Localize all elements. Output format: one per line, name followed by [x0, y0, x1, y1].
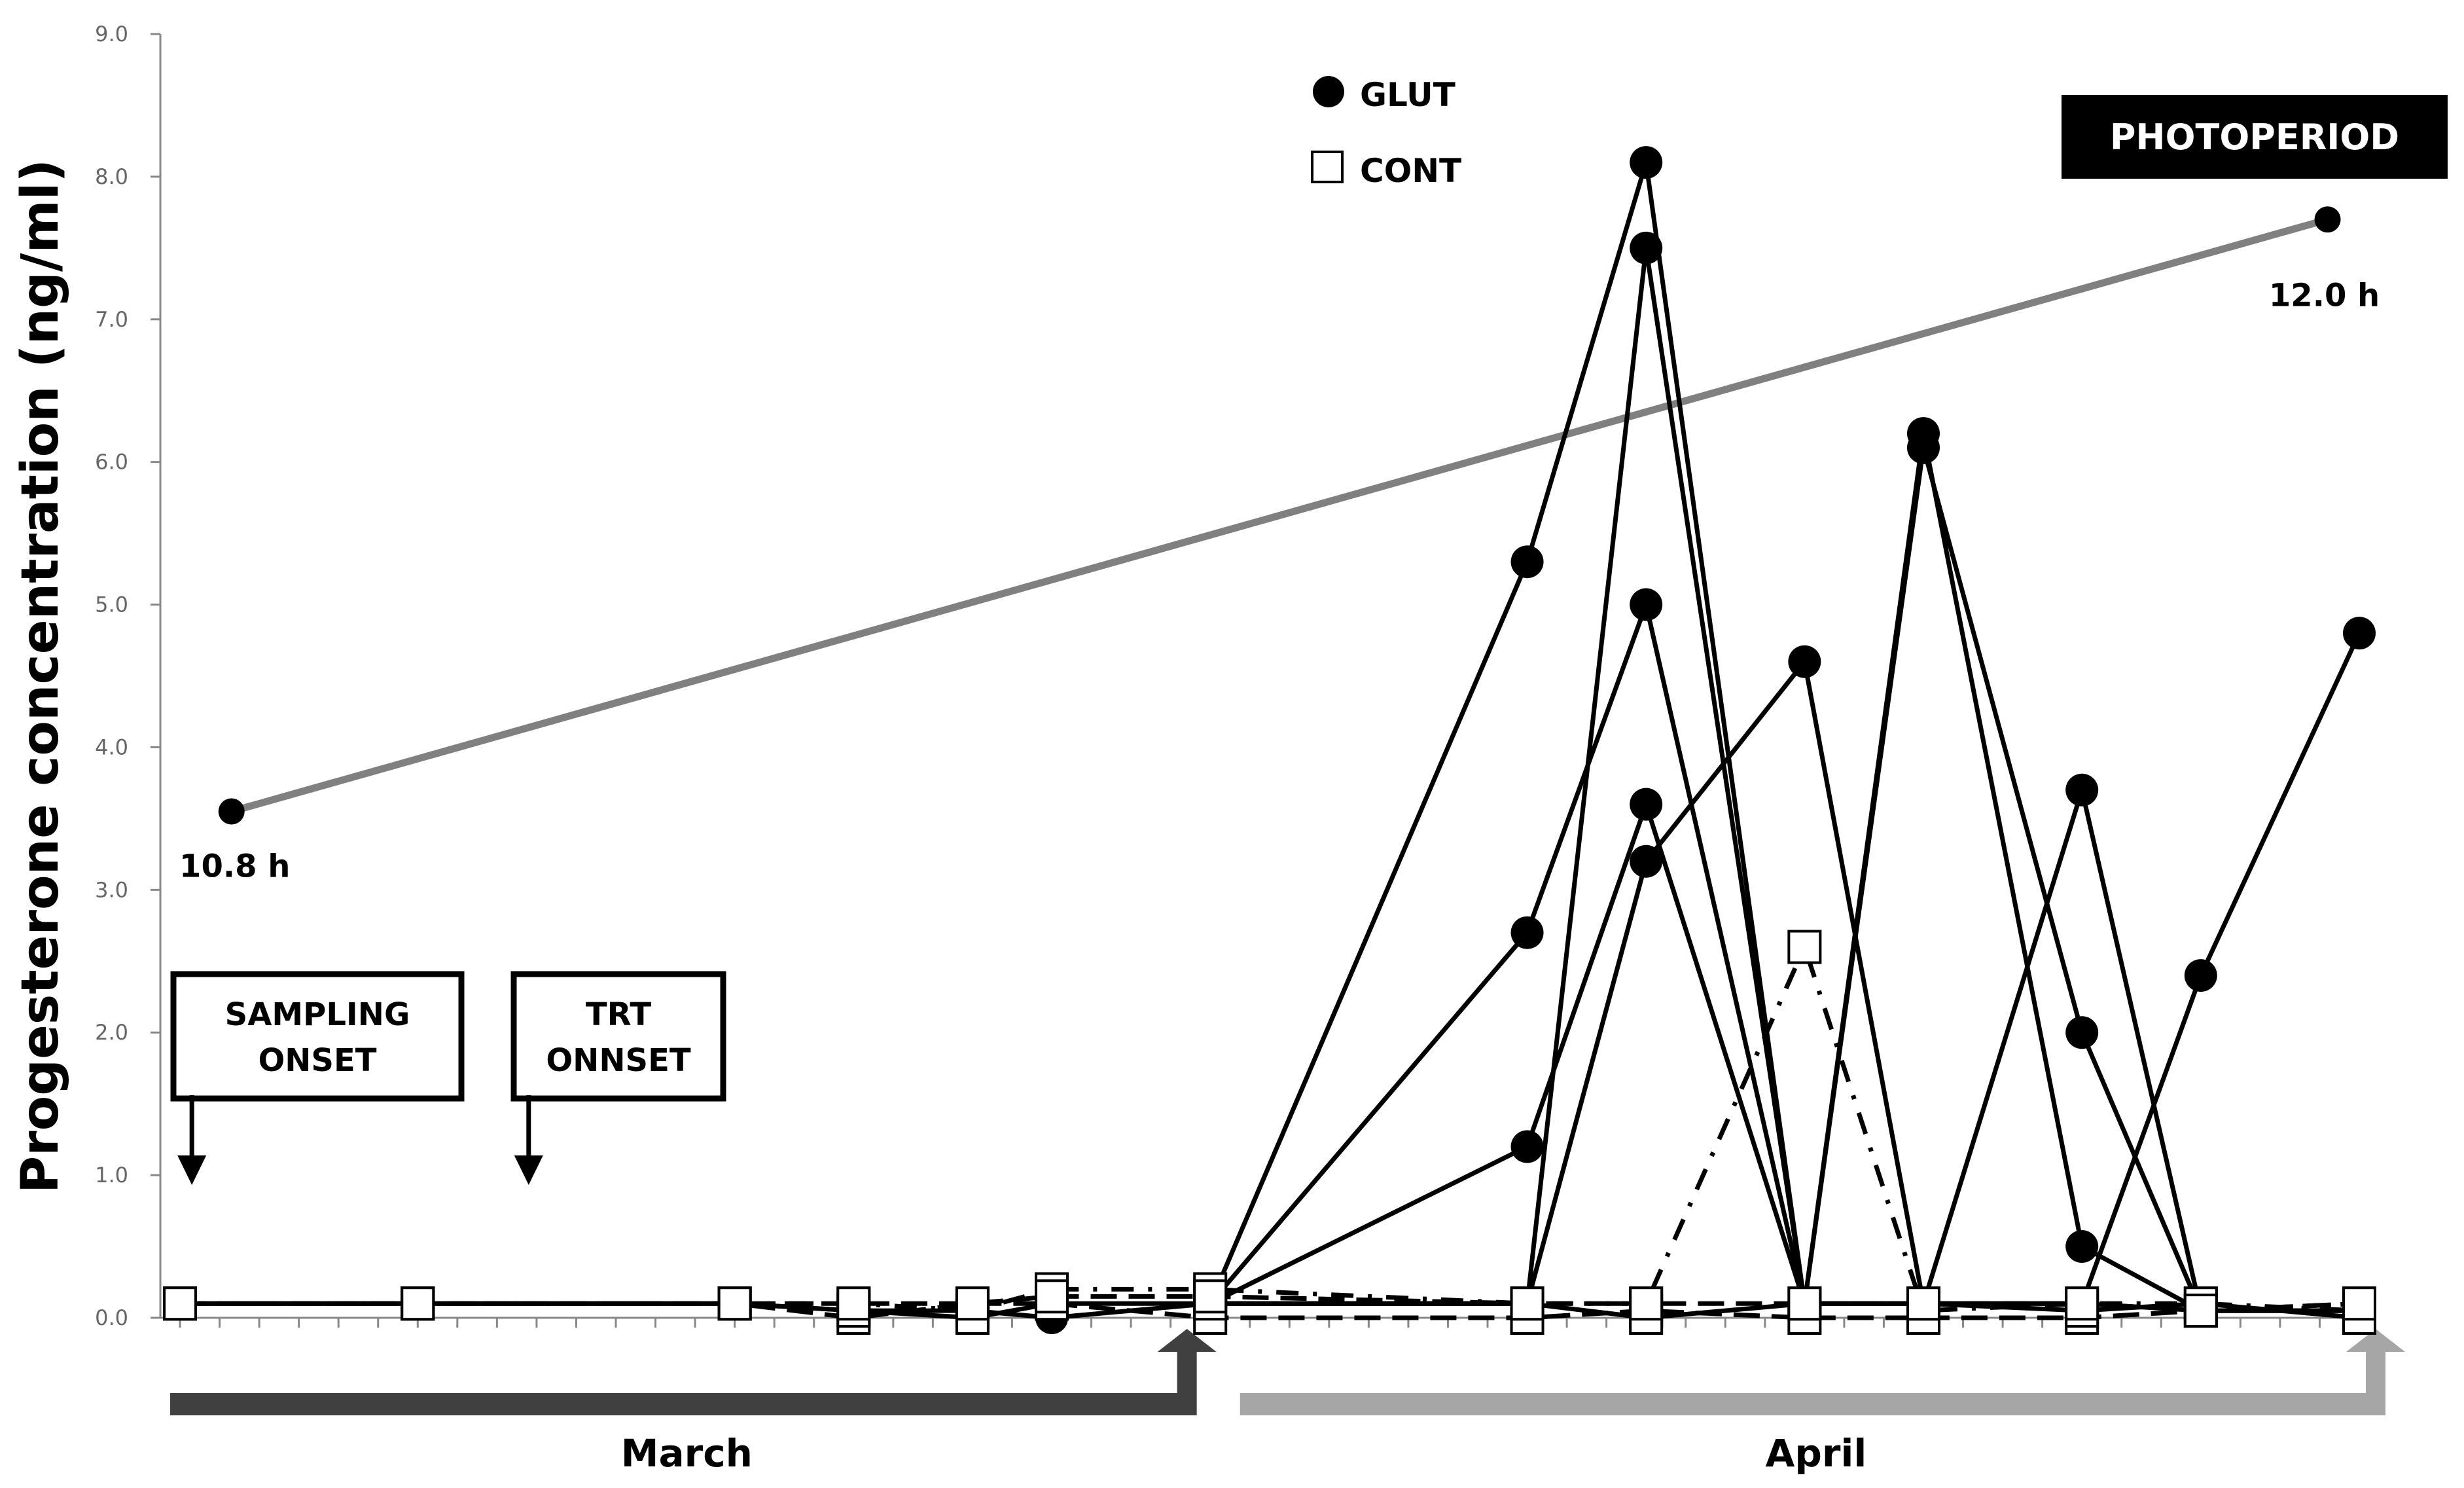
cont-point [2065, 1286, 2099, 1321]
glut-point [1510, 916, 1544, 949]
axes [159, 34, 2364, 1319]
photoperiod-title: PHOTOPERIOD [2110, 117, 2399, 158]
onset-label-line: SAMPLING [225, 996, 410, 1033]
x-ticks [179, 1318, 2361, 1328]
photoperiod-title-box [2062, 95, 2448, 179]
cont-point [2342, 1286, 2376, 1321]
y-tick-label: 2.0 [95, 1020, 128, 1045]
onset-box [510, 971, 726, 1102]
legend-cont-label: CONT [1360, 152, 1461, 190]
cont-point [1906, 1286, 1940, 1321]
y-ticks: 0.0 1.0 2.0 3.0 4.0 5.0 6.0 7.0 8.0 9.0 [95, 22, 160, 1330]
cont-point [2183, 1294, 2218, 1328]
month-arrow-march [170, 1329, 1217, 1415]
month-arrow-april [1240, 1329, 2405, 1415]
y-tick-label: 7.0 [95, 307, 128, 332]
glut-point [1510, 1130, 1544, 1163]
y-tick-label: 0.0 [95, 1305, 128, 1330]
onset-annotation-0: SAMPLING ONSET [170, 971, 465, 1185]
y-tick-label: 9.0 [95, 22, 128, 46]
onset-label-line: ONSET [258, 1042, 376, 1079]
cont-point [1193, 1279, 1228, 1314]
onset-label-line: TRT [586, 996, 652, 1033]
photoperiod-start-point [218, 798, 245, 825]
cont-point [1629, 1286, 1664, 1321]
cont-point [836, 1286, 871, 1321]
series-glut-2 [1194, 431, 2376, 1328]
photoperiod-start-label: 10.8 h [179, 848, 290, 884]
series-glut-0 [1194, 146, 2376, 1328]
series-cont-6 [163, 930, 2376, 1328]
glut-point [1630, 231, 1663, 264]
cont-point [1787, 930, 1822, 964]
glut-point [1630, 146, 1663, 179]
series-cont-9 [163, 1279, 2376, 1328]
series-line [1209, 445, 2359, 1313]
series-glut-3 [1194, 231, 2376, 1320]
series-line [180, 1294, 2360, 1313]
cont-point [1510, 1286, 1544, 1321]
cont-point [401, 1286, 435, 1321]
onset-arrow-head [514, 1155, 543, 1185]
cont-point [955, 1286, 990, 1321]
series-glut-1 [1194, 417, 2376, 1328]
series-line [1207, 160, 2359, 1313]
cont-point [163, 1286, 197, 1321]
glut-point [1510, 545, 1544, 579]
month-arrows: March April [170, 1329, 2405, 1476]
onset-box [170, 971, 465, 1102]
legend-cont-marker [1311, 151, 1344, 183]
month-label-april: April [1765, 1431, 1866, 1476]
glut-point [2184, 959, 2217, 992]
photoperiod-end-label: 12.0 h [2269, 277, 2380, 314]
onset-label-line: ONNSET [546, 1042, 691, 1079]
glut-point [1907, 431, 1940, 464]
legend-glut-marker [1313, 76, 1344, 107]
legend: GLUT CONT [1311, 76, 1461, 190]
series-line [1210, 659, 2359, 1313]
photoperiod-line [230, 215, 2329, 815]
series-group [163, 146, 2376, 1335]
glut-point [2065, 1016, 2099, 1049]
cont-point [1035, 1279, 1069, 1314]
glut-point [2343, 617, 2376, 650]
photoperiod-end-point [2314, 206, 2341, 233]
glut-point [2065, 773, 2099, 807]
legend-glut-label: GLUT [1360, 76, 1455, 114]
cont-point [717, 1286, 752, 1321]
glut-point [1630, 844, 1663, 878]
glut-point [1630, 588, 1663, 621]
glut-point [2065, 1230, 2099, 1263]
y-tick-label: 3.0 [95, 877, 128, 902]
glut-point [1630, 788, 1663, 821]
month-label-march: March [621, 1431, 753, 1476]
y-axis-label: Progesterone concentration (ng/ml) [11, 159, 70, 1193]
photoperiod: PHOTOPERIOD 10.8 h 12.0 h [179, 95, 2448, 884]
y-tick-label: 1.0 [95, 1163, 128, 1188]
y-tick-label: 5.0 [95, 592, 128, 617]
onset-annotation-1: TRT ONNSET [510, 971, 726, 1185]
y-tick-label: 8.0 [95, 164, 128, 189]
glut-point [1788, 645, 1821, 678]
cont-point [1787, 1286, 1822, 1321]
onset-annotations: SAMPLING ONSET TRT ONNSET [170, 971, 726, 1185]
y-tick-label: 4.0 [95, 735, 128, 759]
onset-arrow-head [177, 1155, 207, 1185]
series-cont-8 [163, 1286, 2376, 1335]
y-tick-label: 6.0 [95, 450, 128, 475]
